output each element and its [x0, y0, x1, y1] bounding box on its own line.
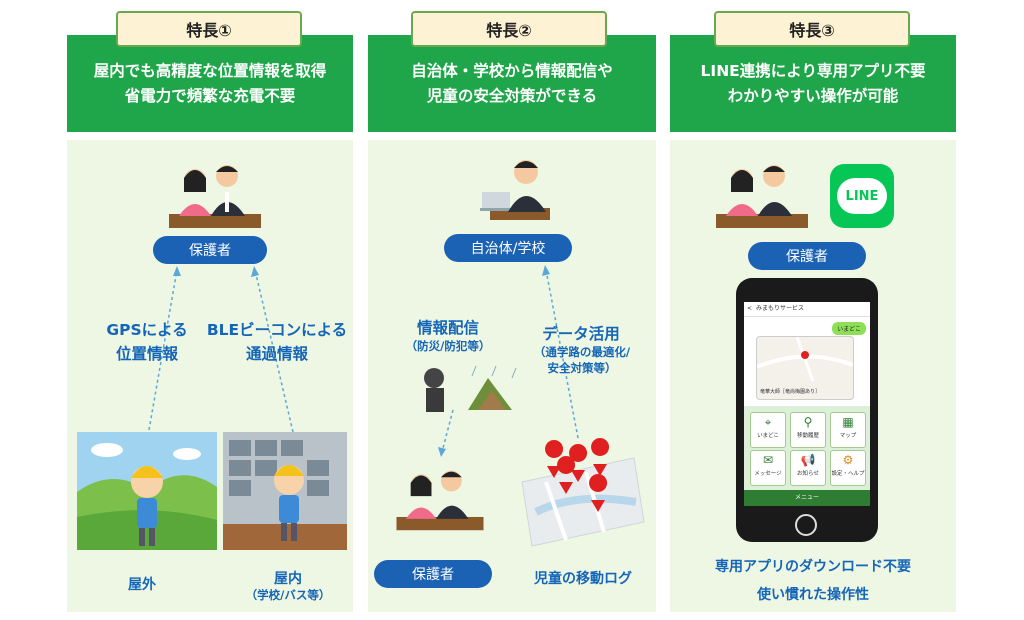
- gps-arrow: [148, 266, 294, 433]
- feature-3-column: 特長③ LINE連携により専用アプリ不要 わかりやすい操作が可能 LINE 保護…: [670, 0, 956, 612]
- home-button[interactable]: [795, 514, 817, 536]
- feature-2-header-line1: 自治体・学校から情報配信や: [411, 61, 613, 80]
- feature-3-header-line1: LINE連携により専用アプリ不要: [700, 61, 926, 80]
- movement-log-label: 児童の移動ログ: [534, 571, 632, 587]
- menu-button-settings[interactable]: ⚙ 設定・ヘルプ: [830, 450, 866, 486]
- menu-button-message[interactable]: ✉ メッセージ: [750, 450, 786, 486]
- distribution-label: 情報配信: [416, 319, 479, 337]
- indoor-sub-label: （学校/バス等）: [245, 588, 331, 602]
- ble-label: BLEビーコンによる 通過情報: [206, 321, 348, 363]
- menu-button-location[interactable]: ⌖ いまどこ: [750, 412, 786, 448]
- menu-button-map[interactable]: ▦ マップ: [830, 412, 866, 448]
- gear-icon: ⚙: [842, 453, 854, 467]
- megaphone-icon: 📢: [800, 453, 816, 467]
- feature-3-header-line2: わかりやすい操作が可能: [727, 86, 899, 105]
- map-caption: 竜華大師［竜尚梅園あり］: [760, 389, 821, 395]
- location-pin-icon: ⌖: [764, 415, 772, 429]
- chat-bubble: いまどこ: [832, 322, 866, 335]
- rich-menu: ⌖ いまどこ ⚲ 移動履歴 ▦ マップ ✉ メッセージ 📢 お知らせ: [744, 406, 870, 490]
- feature-2-column: 特長② 自治体・学校から情報配信や 児童の安全対策ができる 自治体/学校 情報配…: [368, 0, 656, 612]
- no-download-caption: 専用アプリのダウンロード不要: [715, 559, 911, 575]
- familiar-operation-caption: 使い慣れた操作性: [757, 587, 869, 603]
- guardian-pill-3: 保護者: [748, 242, 866, 270]
- envelope-icon: ✉: [762, 453, 774, 467]
- map-pin-icon: [801, 351, 809, 359]
- feature-1-header: 屋内でも高精度な位置情報を取得 省電力で頻繁な充電不要: [67, 35, 353, 132]
- menu-button-notice[interactable]: 📢 お知らせ: [790, 450, 826, 486]
- guardians-illustration-3: [716, 165, 808, 228]
- phone-screen: < みまもりサービス いまどこ 竜華大師［竜尚梅園あり］ ⌖ いまどこ ⚲: [744, 302, 870, 506]
- guardians-illustration: [169, 165, 261, 228]
- disaster-crime-illustration: [424, 365, 517, 412]
- back-icon[interactable]: <: [747, 305, 753, 312]
- feature-1-header-line2: 省電力で頻繁な充電不要: [124, 86, 296, 105]
- guardian-pill: 保護者: [153, 236, 267, 264]
- distribution-sub-label: （防災/防犯等）: [405, 339, 491, 353]
- feature-3-header: LINE連携により専用アプリ不要 わかりやすい操作が可能: [670, 35, 956, 132]
- data-use-sub-label: （通学路の最適化/ 安全対策等）: [533, 345, 631, 375]
- feature-3-tab: 特長③: [714, 11, 910, 47]
- map-icon: ▦: [842, 415, 854, 429]
- phone-title-bar: < みまもりサービス: [744, 302, 870, 317]
- feature-1-tab: 特長①: [116, 11, 302, 47]
- indoor-child-illustration: [223, 432, 347, 550]
- flow-arrows: [438, 265, 579, 457]
- smartphone: < みまもりサービス いまどこ 竜華大師［竜尚梅園あり］ ⌖ いまどこ ⚲: [736, 278, 878, 542]
- map-card-map: [757, 337, 853, 382]
- outdoor-label: 屋外: [128, 577, 156, 593]
- officer-illustration: [480, 160, 550, 220]
- route-icon: ⚲: [803, 415, 813, 429]
- movement-map-illustration: [521, 438, 645, 547]
- feature-1-column: 特長① 屋内でも高精度な位置情報を取得 省電力で頻繁な充電不要 保護者 GPSに…: [67, 0, 353, 612]
- guardians-illustration-2: [396, 470, 484, 531]
- menu-button-history[interactable]: ⚲ 移動履歴: [790, 412, 826, 448]
- guardian-pill-2: 保護者: [374, 560, 492, 588]
- indoor-label: 屋内: [274, 571, 302, 587]
- feature-1-header-line1: 屋内でも高精度な位置情報を取得: [93, 61, 327, 80]
- phone-title: みまもりサービス: [756, 305, 805, 312]
- map-card: 竜華大師［竜尚梅園あり］: [756, 336, 854, 400]
- feature-2-header: 自治体・学校から情報配信や 児童の安全対策ができる: [368, 35, 656, 132]
- menu-footer[interactable]: メニュー: [744, 490, 870, 506]
- feature-2-header-line2: 児童の安全対策ができる: [426, 86, 598, 105]
- outdoor-child-illustration: [77, 432, 217, 550]
- authority-pill: 自治体/学校: [444, 234, 572, 262]
- feature-2-tab: 特長②: [411, 11, 607, 47]
- gps-label: GPSによる 位置情報: [106, 321, 188, 363]
- line-logo: LINE: [830, 164, 894, 228]
- data-use-label: データ活用: [542, 325, 620, 343]
- line-logo-text: LINE: [845, 188, 879, 204]
